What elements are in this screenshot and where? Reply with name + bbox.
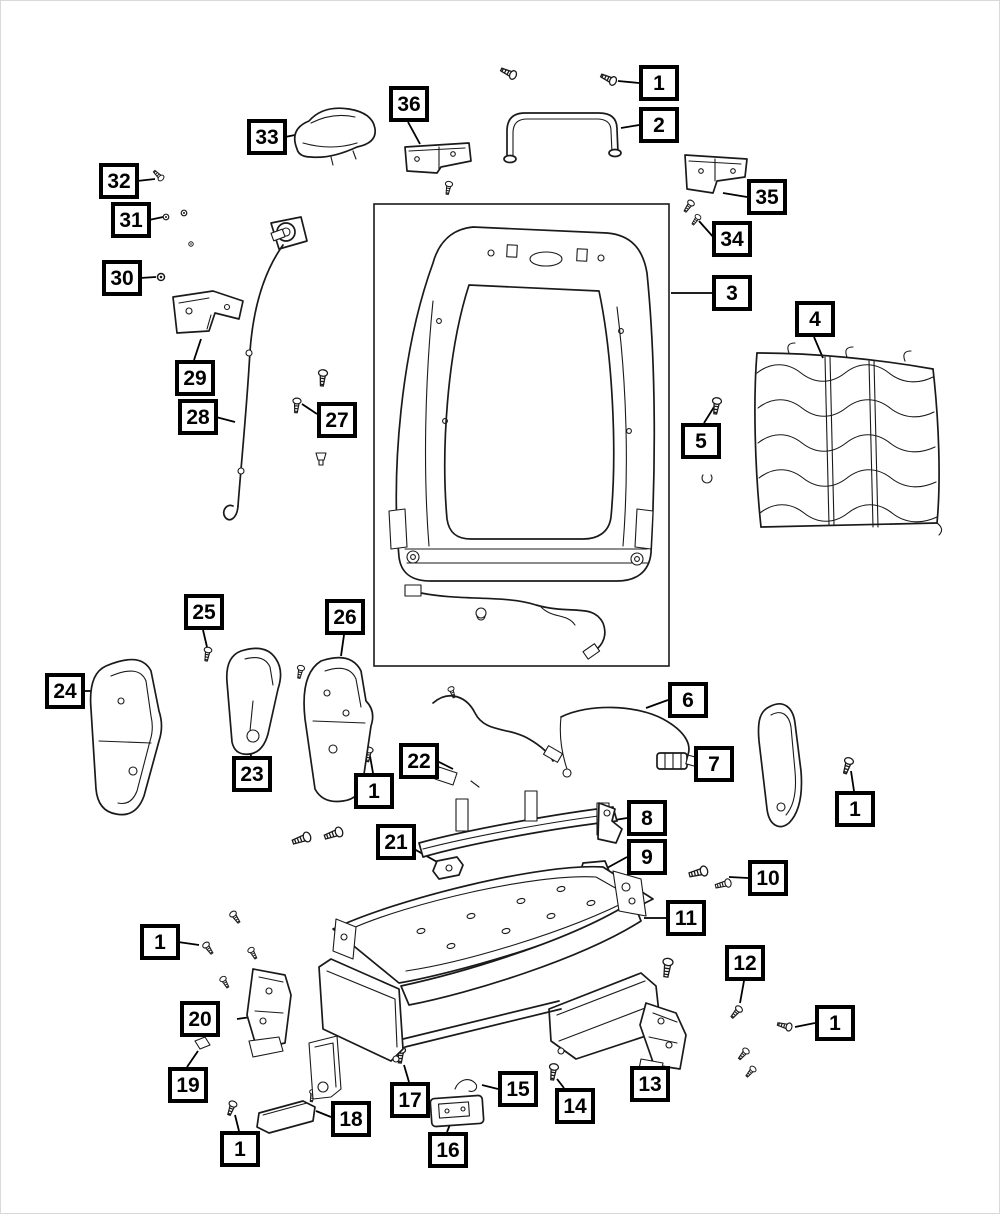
bracket-36-drawing <box>404 142 472 174</box>
callout-32[interactable]: 32 <box>99 163 139 199</box>
callout-6[interactable]: 6 <box>668 682 708 718</box>
callout-12[interactable]: 12 <box>725 945 765 981</box>
callout-19[interactable]: 19 <box>168 1067 208 1103</box>
callout-26[interactable]: 26 <box>325 599 365 635</box>
recliner-cable-drawing <box>222 216 308 521</box>
callout-11[interactable]: 11 <box>666 900 706 936</box>
callout-5[interactable]: 5 <box>681 423 721 459</box>
shield-plate-16-drawing <box>429 1094 485 1128</box>
callout-3[interactable]: 3 <box>712 275 752 311</box>
callout-34[interactable]: 34 <box>712 221 752 257</box>
callout-20[interactable]: 20 <box>180 1001 220 1037</box>
connector-7-drawing <box>656 752 698 770</box>
callout-33[interactable]: 33 <box>247 119 287 155</box>
seat-adjuster-drawing <box>308 865 662 1100</box>
bracket-8-drawing <box>597 802 623 844</box>
side-shield-24-drawing <box>89 658 163 816</box>
callout-31[interactable]: 31 <box>111 202 151 238</box>
callout-29[interactable]: 29 <box>175 360 215 396</box>
callout-25[interactable]: 25 <box>184 594 224 630</box>
callout-1-left[interactable]: 1 <box>140 924 180 960</box>
callout-18[interactable]: 18 <box>331 1101 371 1137</box>
side-shield-right-drawing <box>757 703 803 828</box>
callout-35[interactable]: 35 <box>747 179 787 215</box>
callout-27[interactable]: 27 <box>317 402 357 438</box>
callout-15[interactable]: 15 <box>498 1071 538 1107</box>
callout-13[interactable]: 13 <box>630 1066 670 1102</box>
callout-1-bottom-left[interactable]: 1 <box>220 1131 260 1167</box>
callout-8[interactable]: 8 <box>627 800 667 836</box>
bracket-20-drawing <box>246 968 292 1058</box>
callout-2[interactable]: 2 <box>639 107 679 143</box>
callout-1-right[interactable]: 1 <box>835 791 875 827</box>
callout-16[interactable]: 16 <box>428 1132 468 1168</box>
cable-22-drawing <box>432 694 563 788</box>
seat-back-frame-box <box>373 203 670 667</box>
bracket-21-drawing <box>432 856 464 880</box>
callout-36[interactable]: 36 <box>389 86 429 122</box>
callout-30[interactable]: 30 <box>102 260 142 296</box>
wire-back-panel-drawing <box>754 342 943 536</box>
callout-14[interactable]: 14 <box>555 1088 595 1124</box>
bracket-13-drawing <box>638 1002 687 1074</box>
callout-22[interactable]: 22 <box>399 743 439 779</box>
callout-23[interactable]: 23 <box>232 756 272 792</box>
rear-rail-drawing <box>418 790 618 858</box>
callout-28[interactable]: 28 <box>178 399 218 435</box>
recliner-handle-23-drawing <box>225 647 282 756</box>
callout-7[interactable]: 7 <box>694 746 734 782</box>
seat-back-frame-drawing <box>388 226 656 660</box>
callout-4[interactable]: 4 <box>795 301 835 337</box>
callout-21[interactable]: 21 <box>376 824 416 860</box>
bracket-18-drawing <box>256 1100 316 1134</box>
callout-1-top[interactable]: 1 <box>639 65 679 101</box>
callout-1-center[interactable]: 1 <box>354 773 394 809</box>
headrest-guide-tube-drawing <box>503 112 622 164</box>
callout-10[interactable]: 10 <box>748 860 788 896</box>
callout-9[interactable]: 9 <box>627 839 667 875</box>
callout-17[interactable]: 17 <box>390 1082 430 1118</box>
headrest-drawing <box>293 107 377 166</box>
bracket-29-drawing <box>172 290 244 334</box>
callout-24[interactable]: 24 <box>45 673 85 709</box>
callout-1-bottom-right[interactable]: 1 <box>815 1005 855 1041</box>
bracket-35-drawing <box>684 154 748 194</box>
